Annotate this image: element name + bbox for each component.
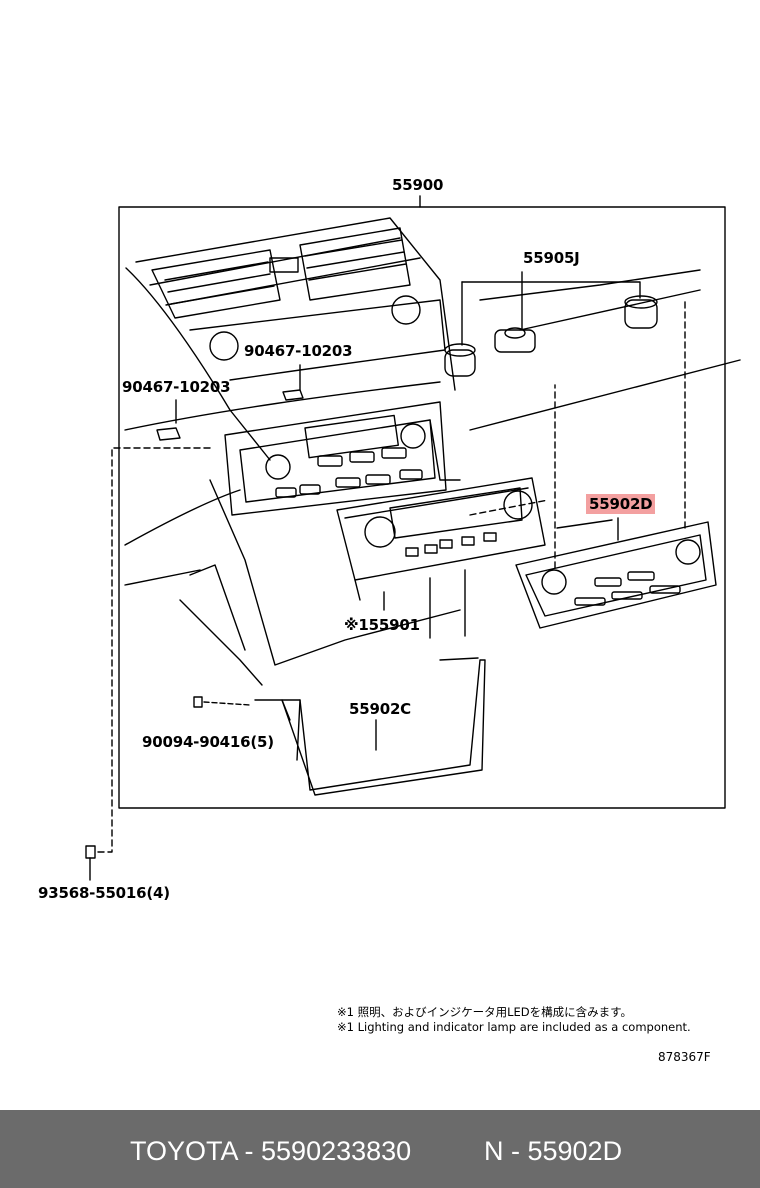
figure-code: 878367F xyxy=(658,1050,711,1064)
clip-left xyxy=(156,427,181,441)
assembly-frame xyxy=(118,206,726,809)
trim-panel xyxy=(193,657,486,796)
footer-bar: TOYOTA - 5590233830 N - 55902D xyxy=(0,1110,760,1188)
label-55901: ※155901 xyxy=(344,616,420,634)
mount-screw-leader xyxy=(95,447,211,853)
note-english: ※1 Lighting and indicator lamp are inclu… xyxy=(337,1020,691,1034)
control-unit xyxy=(336,477,546,639)
knob-group xyxy=(444,271,658,377)
label-55900: 55900 xyxy=(392,176,444,194)
mount-screw-icon xyxy=(85,845,96,859)
label-55902C: 55902C xyxy=(349,700,411,718)
clip-upper xyxy=(282,389,304,401)
label-93568: 93568-55016(4) xyxy=(38,884,170,902)
label-55902D: 55902D xyxy=(586,494,656,514)
label-55905J: 55905J xyxy=(523,249,580,267)
footer-part-code: N - 55902D xyxy=(484,1136,623,1166)
parts-diagram xyxy=(85,195,741,881)
installed-climate-panel xyxy=(224,401,447,516)
note-japanese: ※1 照明、およびインジケータ用LEDを構成に含みます。 xyxy=(337,1005,632,1019)
label-90467-upper: 90467-10203 xyxy=(244,342,353,360)
label-90467-left: 90467-10203 xyxy=(122,378,231,396)
label-90094: 90094-90416(5) xyxy=(142,733,274,751)
footer-part-number: TOYOTA - 5590233830 xyxy=(130,1136,412,1166)
control-panel xyxy=(469,299,717,629)
